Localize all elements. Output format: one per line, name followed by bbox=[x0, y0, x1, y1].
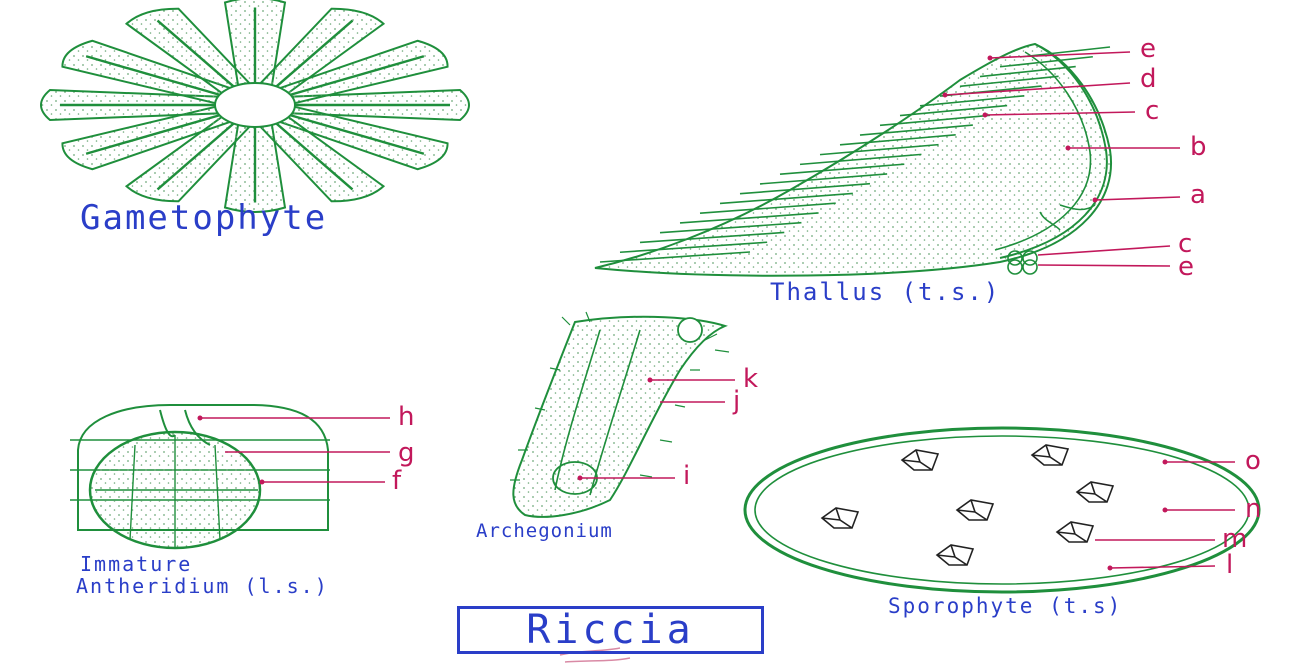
label-sporophyte-m: m bbox=[1222, 526, 1247, 552]
label-archegonium-j: j bbox=[733, 388, 740, 414]
caption-antheridium-line1: Immature bbox=[80, 552, 192, 576]
label-sporophyte-o: o bbox=[1245, 448, 1261, 474]
label-antheridium-g: g bbox=[398, 440, 415, 466]
label-thallus-b: b bbox=[1190, 134, 1207, 160]
label-thallus-d: d bbox=[1140, 66, 1157, 92]
caption-thallus: Thallus (t.s.) bbox=[770, 278, 1000, 306]
caption-gametophyte: Gametophyte bbox=[80, 198, 327, 238]
archegonium-section bbox=[510, 312, 735, 517]
label-thallus-a: a bbox=[1190, 182, 1206, 208]
label-archegonium-i: i bbox=[683, 463, 690, 489]
label-archegonium-k: k bbox=[743, 366, 758, 392]
label-sporophyte-n: n bbox=[1245, 496, 1261, 522]
antheridium-section bbox=[70, 405, 390, 548]
label-antheridium-h: h bbox=[398, 404, 414, 430]
label-thallus-c-top: c bbox=[1145, 98, 1159, 124]
gametophyte-rosette bbox=[41, 0, 469, 212]
label-antheridium-f: f bbox=[392, 468, 401, 494]
caption-sporophyte: Sporophyte (t.s) bbox=[888, 594, 1122, 618]
label-sporophyte-l: l bbox=[1226, 552, 1233, 578]
label-thallus-e-top: e bbox=[1140, 36, 1156, 62]
label-thallus-e-bottom: e bbox=[1178, 254, 1194, 280]
caption-antheridium-line2: Antheridium (l.s.) bbox=[76, 574, 329, 598]
page-title: Riccia bbox=[460, 609, 761, 651]
rosette-center bbox=[215, 83, 295, 127]
title-box: Riccia bbox=[457, 606, 764, 654]
sporophyte-section bbox=[745, 428, 1259, 592]
thallus-section bbox=[595, 44, 1180, 276]
caption-archegonium: Archegonium bbox=[476, 520, 613, 542]
